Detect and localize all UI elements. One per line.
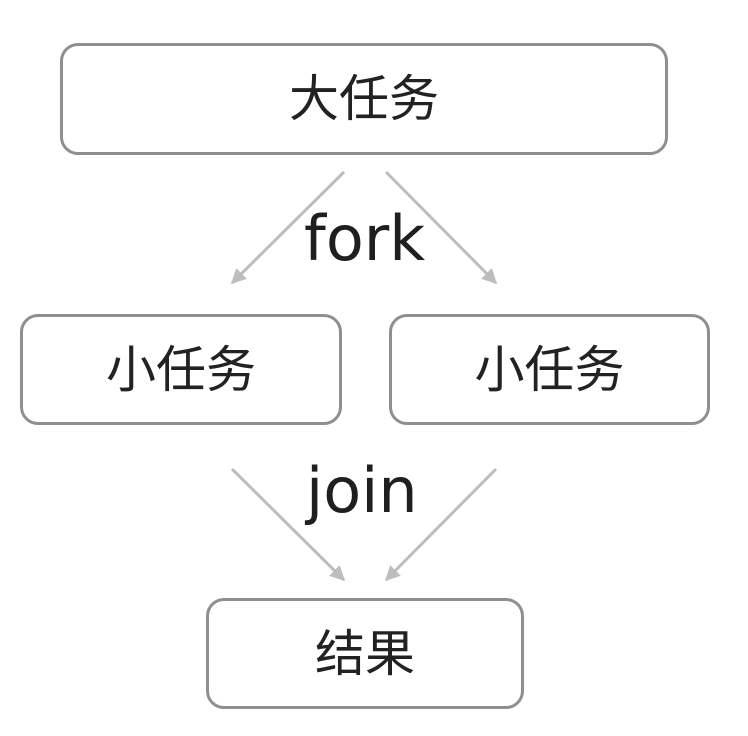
small-task-left-label: 小任务 (106, 340, 256, 399)
result-node: 结果 (206, 598, 524, 709)
small-task-right-node: 小任务 (389, 314, 710, 425)
big-task-node: 大任务 (60, 43, 668, 155)
join-label: join (306, 454, 418, 527)
small-task-right-label: 小任务 (474, 340, 625, 399)
small-task-left-node: 小任务 (20, 314, 342, 425)
fork-label: fork (304, 202, 426, 275)
result-label: 结果 (315, 624, 415, 683)
big-task-label: 大任务 (289, 70, 439, 128)
